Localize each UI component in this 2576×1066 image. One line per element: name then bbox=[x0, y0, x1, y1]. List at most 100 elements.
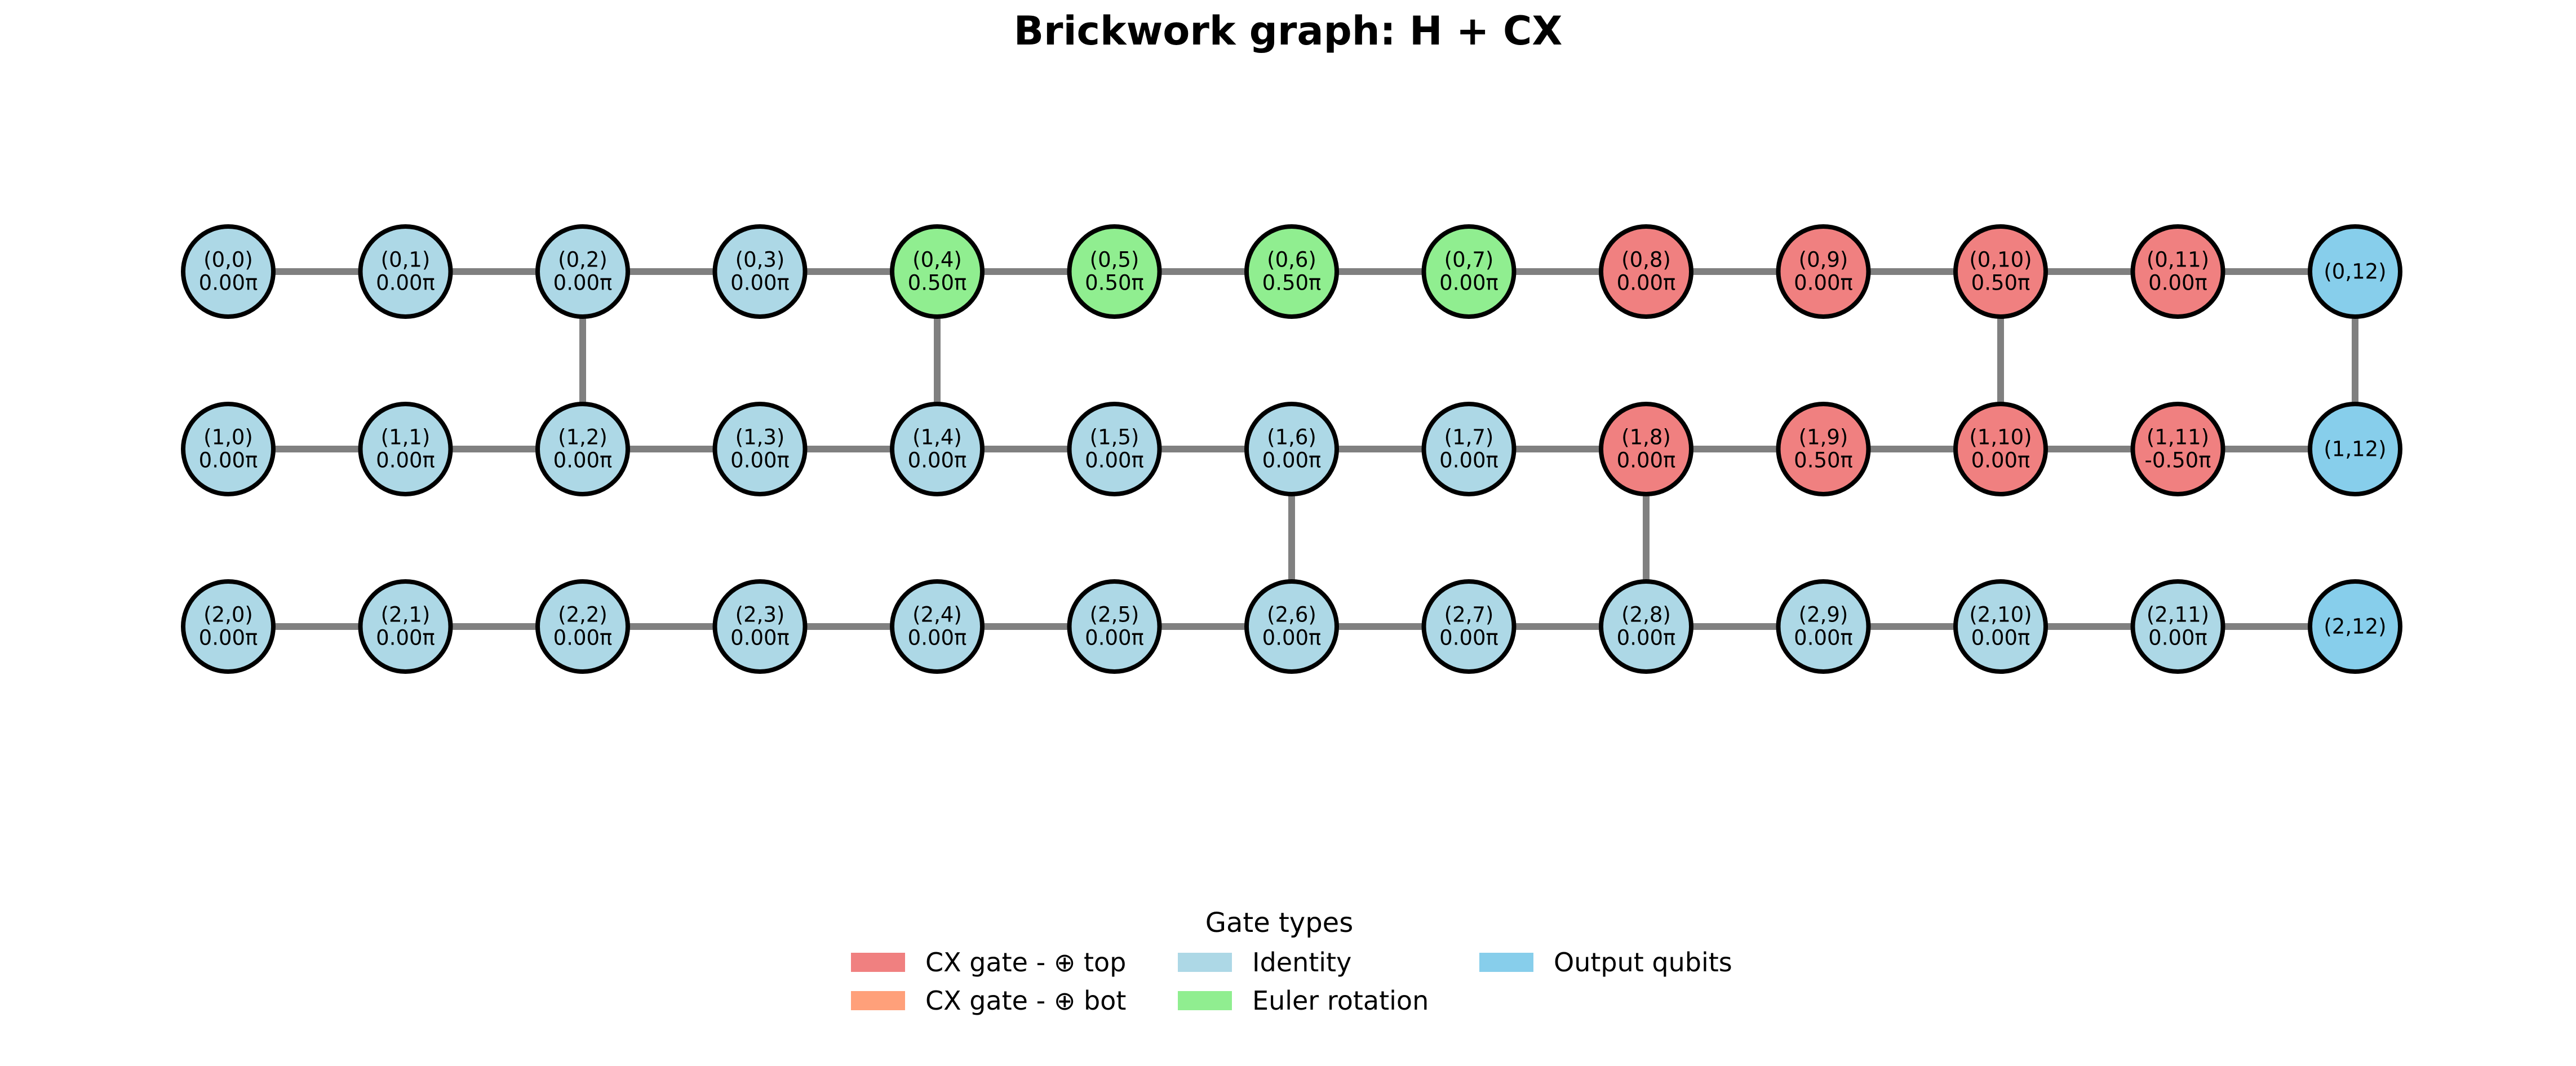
node-label: (0,10) bbox=[1969, 248, 2032, 272]
node-label: (0,2) bbox=[558, 248, 608, 272]
node-angle: 0.00π bbox=[1794, 271, 1853, 295]
node-angle: 0.00π bbox=[908, 626, 967, 650]
node-label: (0,6) bbox=[1267, 248, 1316, 272]
node-angle: 0.00π bbox=[730, 448, 790, 473]
legend-item-cx-bot: CX gate - ⊕ bot bbox=[851, 981, 1178, 1020]
node-circle bbox=[2130, 402, 2225, 496]
node-2-8: (2,8)0.00π bbox=[1599, 579, 1693, 674]
node-angle: 0.00π bbox=[1971, 626, 2030, 650]
node-angle: 0.00π bbox=[1617, 626, 1676, 650]
node-circle bbox=[1244, 402, 1339, 496]
node-circle bbox=[890, 224, 985, 319]
node-circle bbox=[1953, 224, 2048, 319]
node-label: (0,0) bbox=[203, 248, 253, 272]
node-circle bbox=[181, 224, 276, 319]
node-2-7: (2,7)0.00π bbox=[1421, 579, 1517, 674]
node-label: (2,8) bbox=[1621, 603, 1671, 627]
node-angle: 0.00π bbox=[199, 626, 258, 650]
node-1-0: (1,0)0.00π bbox=[181, 402, 276, 496]
node-angle: 0.00π bbox=[1439, 448, 1498, 473]
node-0-6: (0,6)0.50π bbox=[1244, 224, 1339, 319]
node-0-11: (0,11)0.00π bbox=[2130, 224, 2225, 319]
node-1-1: (1,1)0.00π bbox=[358, 402, 453, 496]
node-label: (1,12) bbox=[2324, 437, 2386, 461]
node-label: (2,4) bbox=[912, 603, 962, 627]
node-circle bbox=[1776, 579, 1871, 674]
node-label: (0,11) bbox=[2147, 248, 2209, 272]
node-0-0: (0,0)0.00π bbox=[181, 224, 276, 319]
node-angle: 0.00π bbox=[199, 271, 258, 295]
node-2-9: (2,9)0.00π bbox=[1776, 579, 1871, 674]
node-1-5: (1,5)0.00π bbox=[1067, 402, 1162, 496]
node-0-10: (0,10)0.50π bbox=[1953, 224, 2048, 319]
node-label: (0,12) bbox=[2324, 260, 2386, 284]
node-2-3: (2,3)0.00π bbox=[712, 579, 808, 674]
legend-item-identity: Identity bbox=[1178, 943, 1479, 981]
node-0-4: (0,4)0.50π bbox=[890, 224, 985, 319]
node-angle: 0.00π bbox=[2148, 626, 2207, 650]
node-label: (1,2) bbox=[558, 425, 608, 450]
node-angle: 0.00π bbox=[1617, 448, 1676, 473]
node-label: (1,3) bbox=[735, 425, 785, 450]
node-circle bbox=[1953, 402, 2048, 496]
node-circle bbox=[2308, 579, 2402, 674]
node-label: (0,8) bbox=[1621, 248, 1671, 272]
node-angle: 0.00π bbox=[376, 271, 435, 295]
node-circle bbox=[712, 224, 808, 319]
node-circle bbox=[2130, 224, 2225, 319]
node-1-10: (1,10)0.00π bbox=[1953, 402, 2048, 496]
node-label: (0,3) bbox=[735, 248, 785, 272]
node-angle: 0.00π bbox=[553, 626, 613, 650]
legend-label-euler: Euler rotation bbox=[1252, 985, 1429, 1016]
node-label: (1,9) bbox=[1799, 425, 1848, 450]
node-circle bbox=[1421, 579, 1517, 674]
node-label: (1,0) bbox=[203, 425, 253, 450]
node-label: (0,9) bbox=[1799, 248, 1848, 272]
node-angle: 0.00π bbox=[1971, 448, 2030, 473]
node-circle bbox=[1067, 579, 1162, 674]
node-label: (2,2) bbox=[558, 603, 608, 627]
node-label: (1,8) bbox=[1621, 425, 1671, 450]
node-circle bbox=[1244, 224, 1339, 319]
node-angle: 0.00π bbox=[1794, 626, 1853, 650]
node-label: (2,6) bbox=[1267, 603, 1316, 627]
legend-label-output: Output qubits bbox=[1554, 947, 1732, 978]
node-2-5: (2,5)0.00π bbox=[1067, 579, 1162, 674]
node-0-2: (0,2)0.00π bbox=[535, 224, 630, 319]
node-angle: 0.00π bbox=[553, 448, 613, 473]
node-circle bbox=[1067, 402, 1162, 496]
node-1-9: (1,9)0.50π bbox=[1776, 402, 1871, 496]
node-label: (2,1) bbox=[381, 603, 431, 627]
node-circle bbox=[1421, 402, 1517, 496]
node-1-3: (1,3)0.00π bbox=[712, 402, 808, 496]
node-angle: 0.00π bbox=[1085, 626, 1144, 650]
legend-swatch-cx-top bbox=[851, 953, 905, 972]
node-circle bbox=[2308, 402, 2402, 496]
node-angle: 0.50π bbox=[1794, 448, 1853, 473]
node-circle bbox=[1776, 402, 1871, 496]
node-2-12: (2,12) bbox=[2308, 579, 2402, 674]
node-circle bbox=[1421, 224, 1517, 319]
legend-swatch-output bbox=[1479, 953, 1533, 972]
legend-items: CX gate - ⊕ top Identity Output qubits C… bbox=[851, 943, 1747, 1020]
legend-item-euler: Euler rotation bbox=[1178, 981, 1479, 1020]
node-1-6: (1,6)0.00π bbox=[1244, 402, 1339, 496]
node-circle bbox=[181, 579, 276, 674]
node-1-7: (1,7)0.00π bbox=[1421, 402, 1517, 496]
legend: Gate types CX gate - ⊕ top Identity Outp… bbox=[840, 907, 1747, 1020]
graph-nodes: (0,0)0.00π(0,1)0.00π(0,2)0.00π(0,3)0.00π… bbox=[181, 224, 2402, 674]
node-0-9: (0,9)0.00π bbox=[1776, 224, 1871, 319]
node-circle bbox=[358, 402, 453, 496]
node-label: (1,10) bbox=[1969, 425, 2032, 450]
node-circle bbox=[1953, 579, 2048, 674]
node-angle: 0.00π bbox=[376, 626, 435, 650]
node-label: (2,9) bbox=[1799, 603, 1848, 627]
node-angle: 0.00π bbox=[730, 271, 790, 295]
legend-title: Gate types bbox=[1205, 907, 1354, 939]
graph-title: Brickwork graph: H + CX bbox=[1013, 8, 1563, 54]
node-label: (1,5) bbox=[1090, 425, 1140, 450]
legend-item-cx-top: CX gate - ⊕ top bbox=[851, 943, 1178, 981]
node-circle bbox=[2308, 224, 2402, 319]
legend-label-cx-bot: CX gate - ⊕ bot bbox=[925, 985, 1127, 1016]
node-angle: 0.00π bbox=[2148, 271, 2207, 295]
